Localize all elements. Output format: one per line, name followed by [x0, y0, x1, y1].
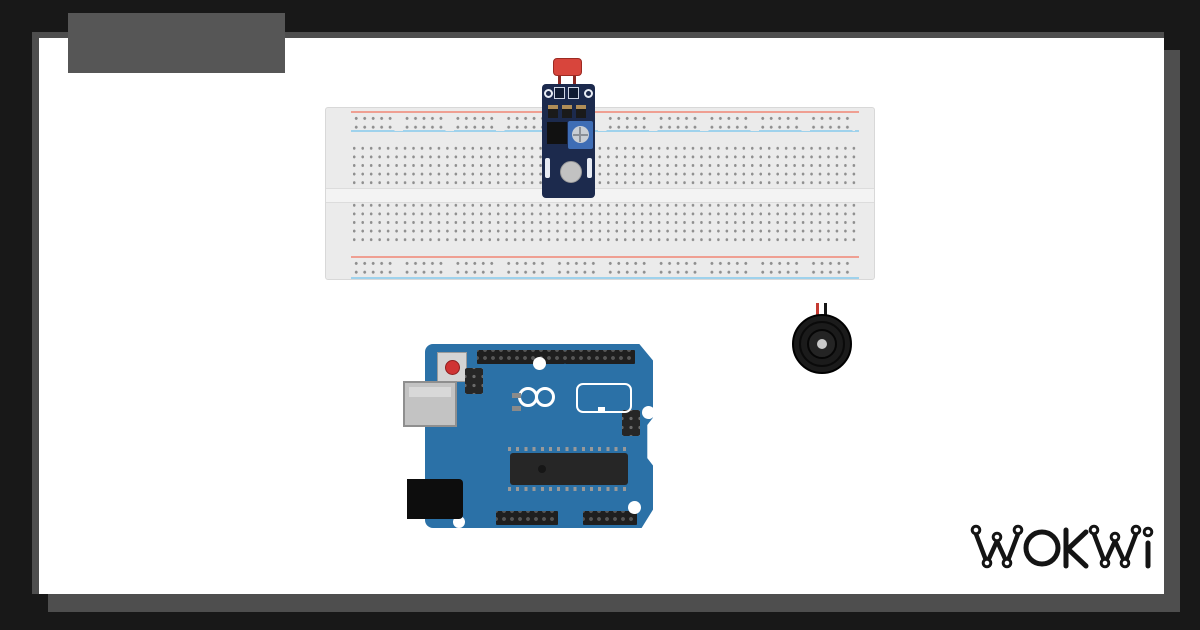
comparator-ic: [547, 122, 567, 144]
ldr-sensor-module[interactable]: [542, 84, 595, 198]
led-l: [512, 393, 521, 398]
rows-f-j-holes[interactable]: [350, 201, 859, 244]
icsp-header-2[interactable]: [622, 410, 640, 436]
module-slot: [587, 158, 592, 178]
mounting-hole: [533, 357, 546, 370]
digital-header-right[interactable]: [565, 350, 635, 364]
mounting-hole: [628, 501, 641, 514]
atmega-chip: [508, 447, 628, 491]
module-round-part: [560, 161, 582, 183]
buzzer-positive-lead: [815, 303, 819, 318]
icsp-header-1[interactable]: [465, 368, 483, 394]
analog-header[interactable]: [583, 511, 637, 525]
buzzer-negative-lead: [823, 303, 827, 318]
arduino-uno-board[interactable]: [425, 344, 653, 528]
top-rail-red-line: [351, 111, 859, 113]
piezo-buzzer[interactable]: [792, 314, 852, 374]
bottom-rail-red-line: [351, 256, 859, 258]
power-header[interactable]: [496, 511, 558, 525]
breadboard[interactable]: [325, 107, 875, 280]
uno-model-label: [576, 383, 632, 413]
ldr-socket: [568, 87, 579, 99]
bottom-rail-holes[interactable]: [352, 259, 855, 276]
smd-component: [562, 105, 572, 118]
mounting-hole: [453, 516, 465, 528]
module-slot: [545, 158, 550, 178]
mounting-hole: [642, 406, 653, 419]
ldr-socket: [554, 87, 565, 99]
on-led: [598, 407, 605, 412]
rows-a-e-holes[interactable]: [350, 143, 859, 187]
led-tx: [512, 406, 521, 411]
wokwi-logo: [970, 524, 1154, 569]
arduino-logo-icon: [535, 387, 555, 407]
top-rail-blue-line: [351, 130, 859, 132]
trimmer-potentiometer[interactable]: [568, 121, 593, 149]
photoresistor-ldr[interactable]: [553, 58, 582, 76]
digital-header-left[interactable]: [477, 350, 565, 364]
smd-component: [548, 105, 558, 118]
module-mounting-hole: [544, 89, 553, 98]
reset-button[interactable]: [437, 352, 467, 382]
smd-component: [576, 105, 586, 118]
ldr-leg: [558, 72, 561, 92]
bottom-rail-blue-line: [351, 277, 859, 279]
power-jack: [407, 479, 463, 519]
usb-connector: [403, 381, 457, 427]
sketch-filename-tab[interactable]: [68, 13, 285, 73]
top-rail-holes[interactable]: [352, 114, 855, 131]
ldr-leg: [573, 72, 576, 92]
module-mounting-hole: [584, 89, 593, 98]
